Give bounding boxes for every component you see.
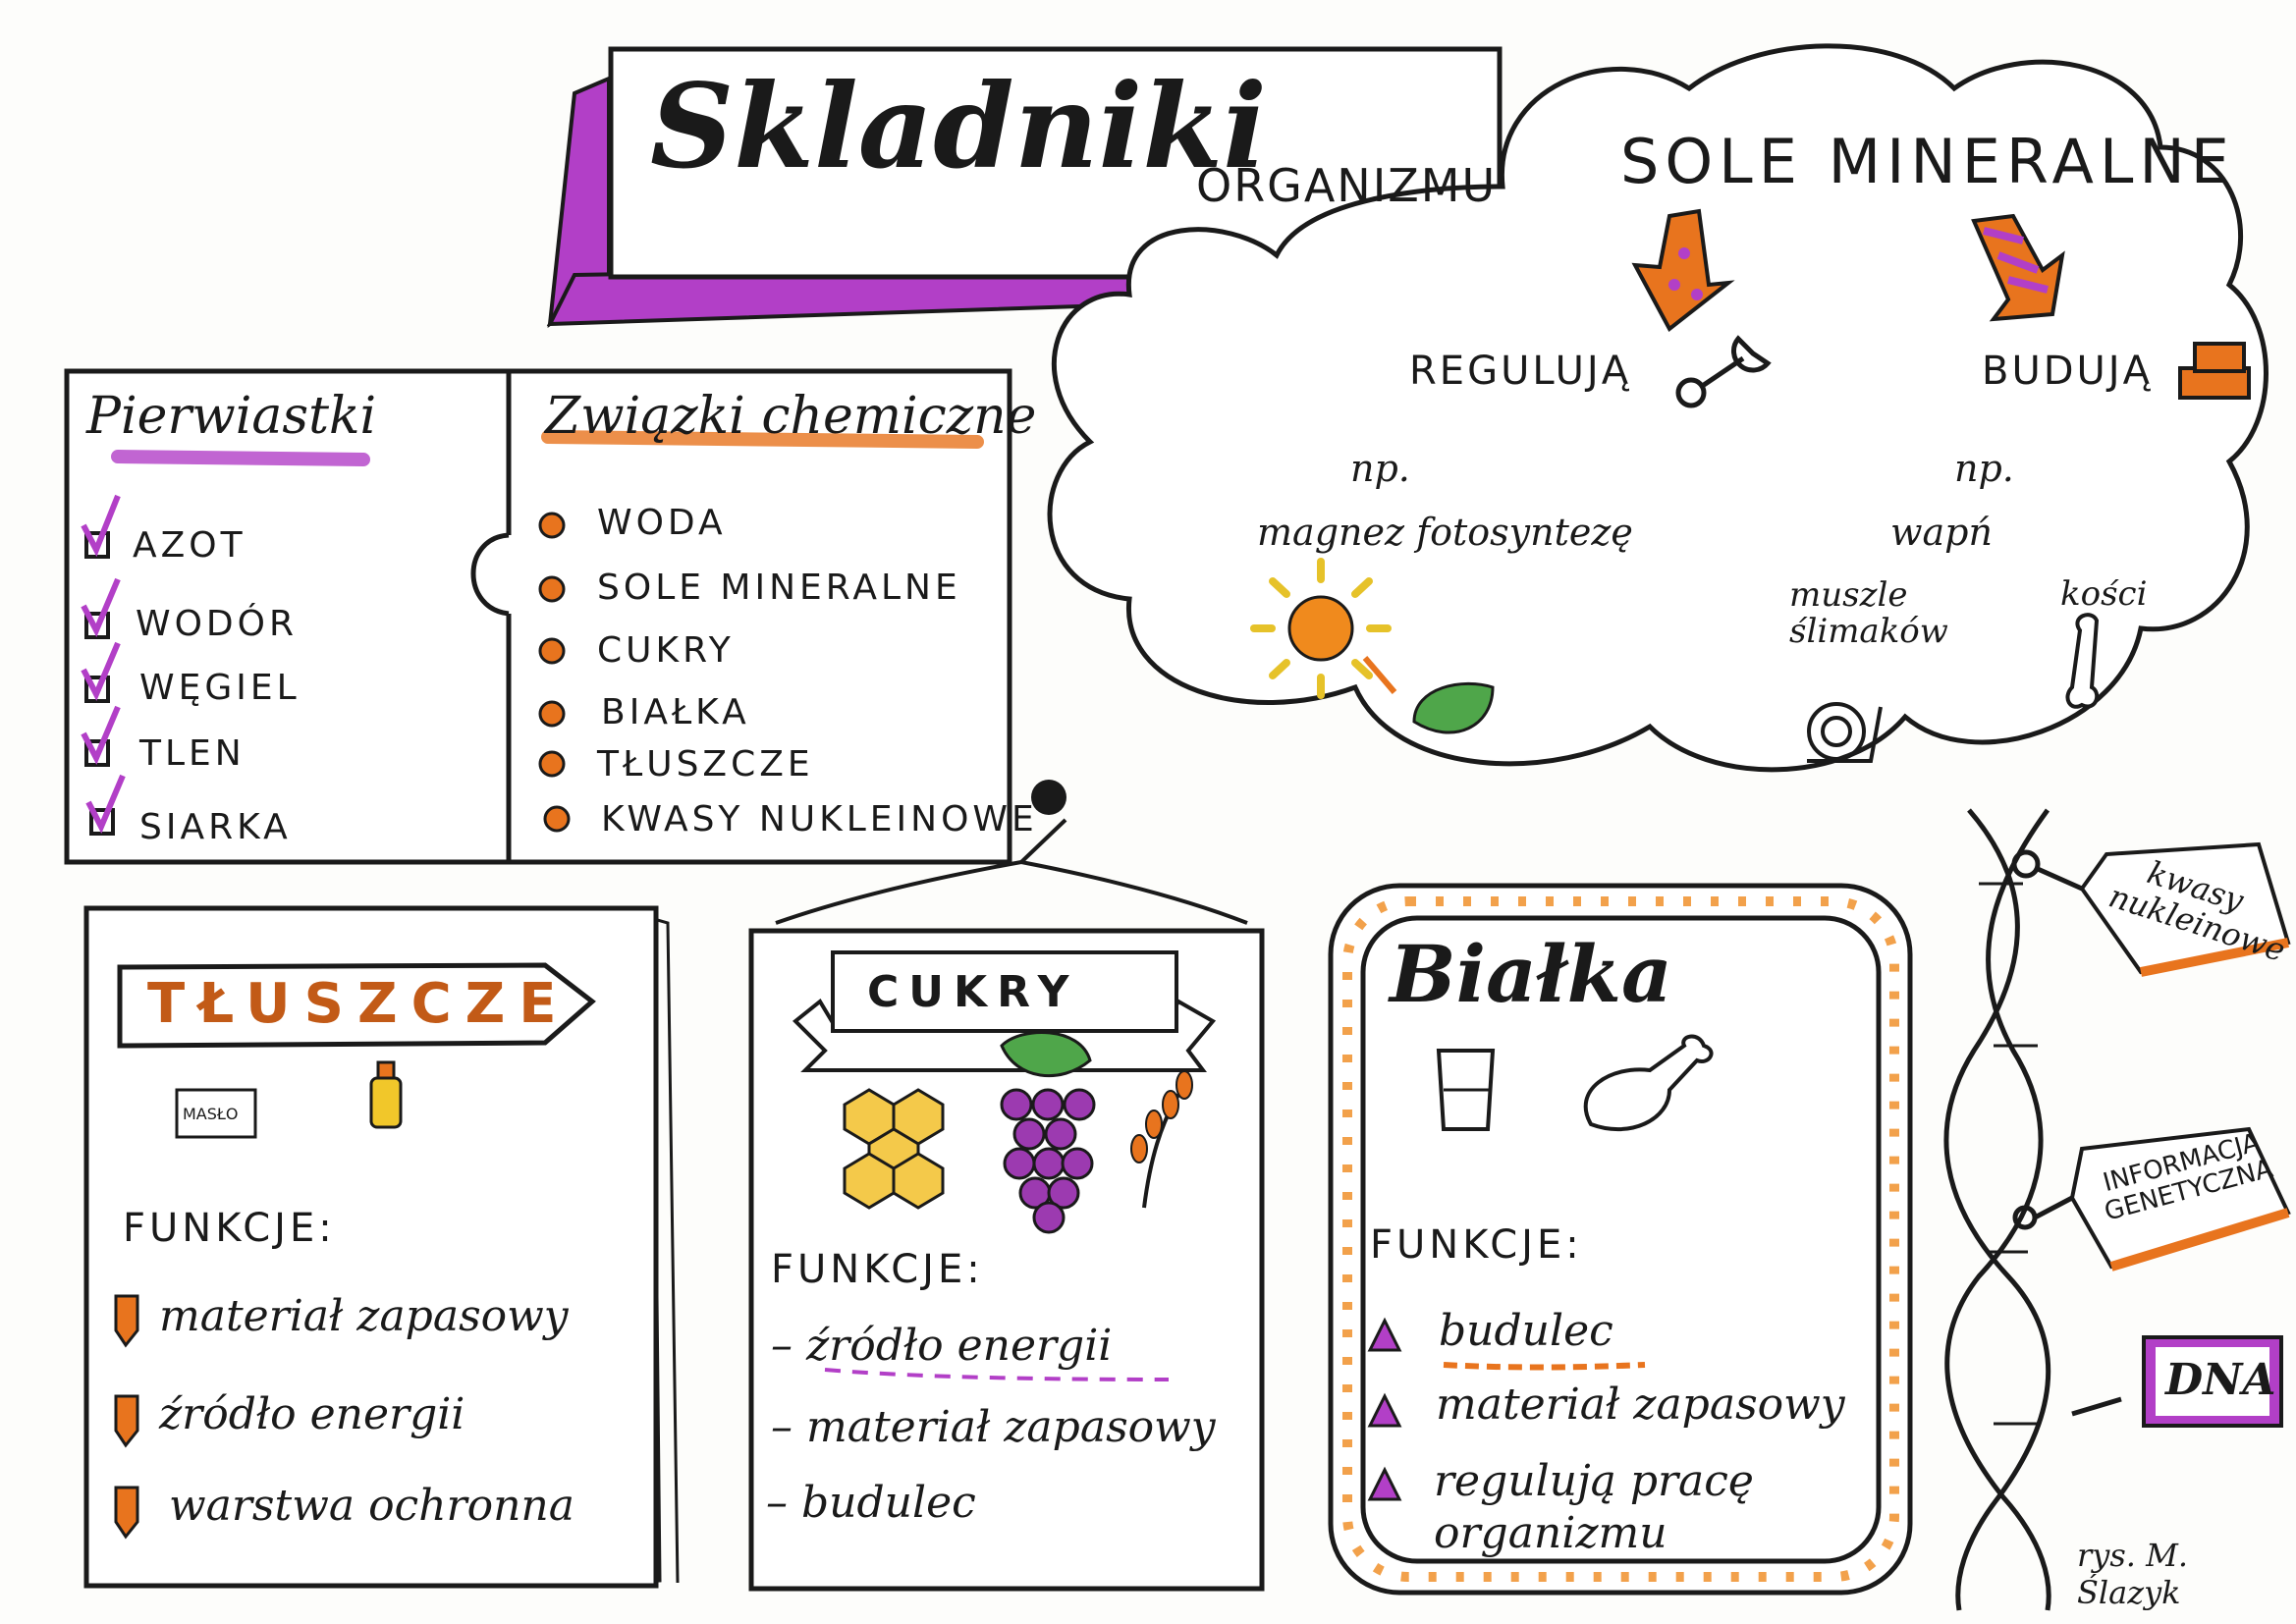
cukry-function: – materiał zapasowy (771, 1402, 1216, 1452)
bialka-functions-label: FUNKCJE: (1370, 1222, 1583, 1268)
bialka-function: regulują pracę organizmu (1434, 1456, 1754, 1558)
compound-item: WODA (597, 503, 727, 543)
sole-title: SOLE MINERALNE (1620, 126, 2235, 197)
compound-item: CUKRY (597, 630, 735, 671)
tluszcze-functions-label: FUNKCJE: (123, 1206, 336, 1251)
cukry-function: – źródło energii (771, 1321, 1113, 1371)
leaf-icon (1412, 681, 1495, 734)
element-item: WĘGIEL (139, 668, 301, 708)
cukry-function: – budulec (766, 1478, 976, 1528)
dna-label: DNA (2165, 1355, 2276, 1405)
regulate-label: REGULUJĄ (1409, 349, 1632, 394)
cukry-functions-label: FUNKCJE: (771, 1247, 984, 1292)
compound-bullets (538, 512, 571, 833)
element-item: SIARKA (139, 807, 292, 847)
bialka-function: budulec (1439, 1306, 1613, 1356)
tluszcze-notebook (83, 905, 680, 1589)
np-right: np. (1954, 447, 2014, 490)
dna-tags (2069, 841, 2291, 1428)
page-title: Skladniki (650, 58, 1267, 194)
compound-item: KWASY NUKLEINOWE (601, 799, 1038, 839)
compounds-header: Związki chemiczne (545, 387, 1037, 446)
element-item: AZOT (133, 525, 246, 566)
bialka-title: Białka (1390, 928, 1672, 1020)
build-arrow (1971, 213, 2065, 322)
page-subtitle: ORGANIZMU (1196, 159, 1498, 212)
sun-icon (1250, 558, 1397, 699)
tluszcze-function: materiał zapasowy (159, 1291, 569, 1341)
bialka-function: materiał zapasowy (1436, 1380, 1845, 1430)
regulate-arrow (1631, 208, 1735, 333)
elements-header: Pierwiastki (86, 387, 377, 446)
build-label: BUDUJĄ (1982, 349, 2153, 394)
calcium-example: wapń (1890, 511, 1993, 554)
brick-icon (2178, 342, 2251, 400)
dna-helix (1943, 808, 2122, 1611)
shells-example: muszle ślimaków (1789, 575, 1948, 652)
compound-item: BIAŁKA (601, 692, 750, 732)
wrench-icon (1675, 335, 1772, 408)
compound-item: TŁUSZCZE (597, 744, 814, 785)
np-left: np. (1350, 447, 1410, 490)
bialka-card (1328, 883, 1913, 1596)
bones-example: kości (2060, 574, 2148, 614)
bone-icon (2065, 613, 2100, 709)
magnesium-example: magnez fotosyntezę (1257, 511, 1633, 554)
butter-label: MASŁO (183, 1105, 239, 1123)
tluszcze-function: źródło energii (159, 1389, 465, 1439)
element-item: WODÓR (136, 604, 299, 644)
sole-cloud (1047, 43, 2269, 773)
compound-item: SOLE MINERALNE (597, 568, 961, 608)
tluszcze-function: warstwa ochronna (169, 1481, 574, 1531)
cukry-board (748, 780, 1265, 1592)
artist-credit: rys. M. Ślazyk (2077, 1537, 2189, 1611)
snail-icon (1807, 702, 1883, 763)
cukry-title: CUKRY (867, 967, 1079, 1017)
element-item: TLEN (139, 733, 246, 774)
checkboxes (81, 494, 126, 836)
tluszcze-title: TŁUSZCZE (147, 972, 571, 1036)
